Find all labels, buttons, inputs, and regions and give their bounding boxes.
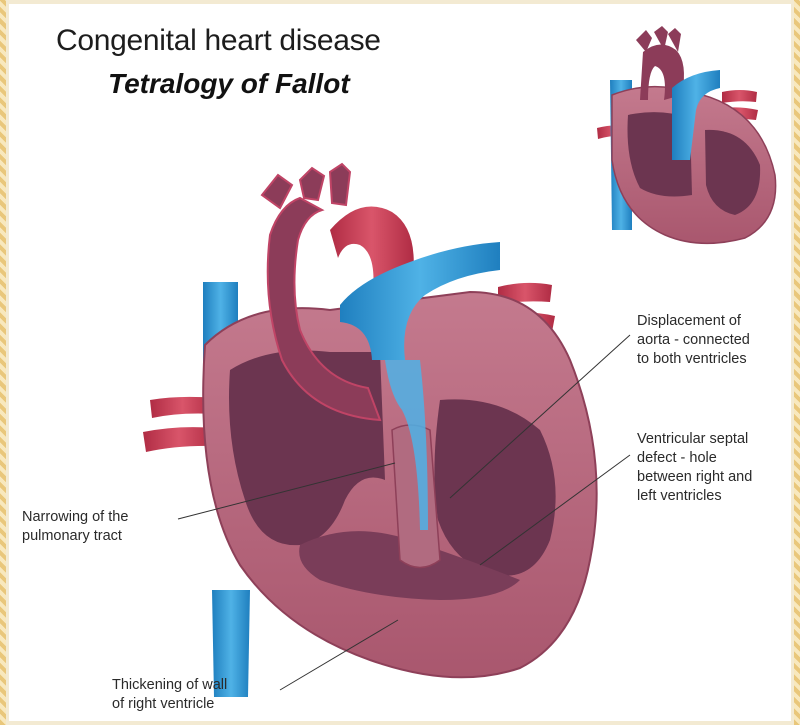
label-ventricular-septal-defect: Ventricular septal defect - hole between… <box>637 430 752 506</box>
label-aorta-displacement: Displacement of aorta - connected to bot… <box>637 312 750 369</box>
main-heart <box>143 164 597 697</box>
label-ventricle-thickening: Thickening of wall of right ventricle <box>112 676 227 714</box>
label-pulmonary-narrowing: Narrowing of the pulmonary tract <box>22 508 128 546</box>
small-normal-heart <box>597 26 776 243</box>
